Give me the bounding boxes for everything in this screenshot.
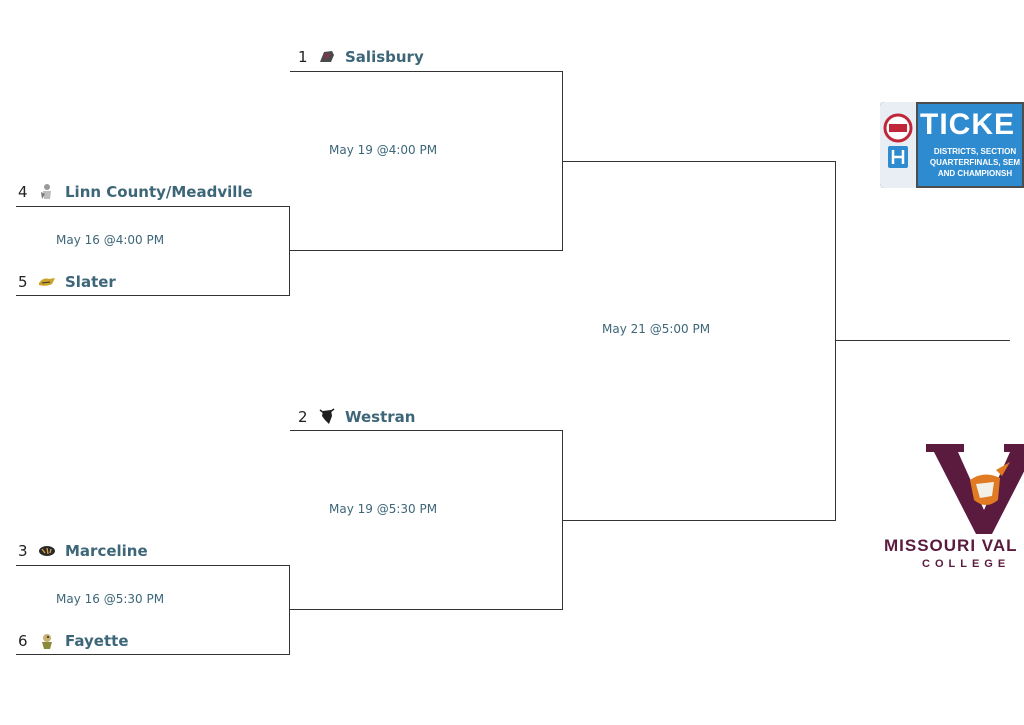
game-time: May 21 @5:00 PM bbox=[602, 322, 711, 336]
bracket-line bbox=[562, 430, 563, 610]
game-time: May 16 @5:30 PM bbox=[56, 592, 165, 606]
tickets-subtext: DISTRICTS, SECTION QUARTERFINALS, SEM AN… bbox=[920, 146, 1024, 179]
team-entry: 5 Slater bbox=[18, 269, 116, 295]
bracket-line bbox=[16, 654, 290, 655]
ad-logo-strip bbox=[880, 102, 918, 188]
tickets-subtext-line: AND CHAMPIONSH bbox=[937, 169, 1013, 178]
college-ad[interactable]: MISSOURI VAL COLLEGE bbox=[884, 440, 1024, 575]
bracket-line bbox=[289, 565, 290, 655]
bracket-line bbox=[16, 206, 290, 207]
team-link[interactable]: Westran bbox=[345, 408, 416, 426]
team-link[interactable]: Marceline bbox=[65, 542, 148, 560]
seed-number: 1 bbox=[298, 48, 308, 66]
team-entry: 4 Linn County/Meadville bbox=[18, 179, 253, 205]
hornet-mascot-icon bbox=[318, 408, 336, 426]
tickets-subtext-line: QUARTERFINALS, SEM bbox=[929, 158, 1021, 167]
bracket-line bbox=[563, 520, 836, 521]
wildcat-mascot-icon bbox=[38, 273, 56, 291]
bracket-line bbox=[290, 71, 563, 72]
seed-number: 4 bbox=[18, 183, 28, 201]
team-link[interactable]: Linn County/Meadville bbox=[65, 183, 253, 201]
knight-mascot-icon bbox=[38, 183, 56, 201]
game-time: May 16 @4:00 PM bbox=[56, 233, 165, 247]
bracket-line bbox=[835, 161, 836, 521]
bracket-line bbox=[290, 430, 563, 431]
team-entry: 6 Fayette bbox=[18, 628, 129, 654]
mshsaa-logo bbox=[883, 113, 913, 168]
tiger-mascot-icon bbox=[38, 542, 56, 560]
seed-number: 6 bbox=[18, 632, 28, 650]
bracket-line bbox=[290, 250, 563, 251]
bracket-line bbox=[836, 340, 1010, 341]
bracket-line bbox=[562, 71, 563, 251]
viking-v-logo bbox=[926, 444, 1024, 534]
tickets-subtext-line: DISTRICTS, SECTION bbox=[933, 147, 1017, 156]
panther-mascot-icon bbox=[318, 48, 336, 66]
game-time: May 19 @5:30 PM bbox=[329, 502, 438, 516]
bracket-line bbox=[290, 609, 563, 610]
team-entry: 1 Salisbury bbox=[298, 44, 424, 70]
team-entry: 2 Westran bbox=[298, 404, 415, 430]
falcon-mascot-icon bbox=[38, 632, 56, 650]
bracket-line bbox=[563, 161, 836, 162]
game-time: May 19 @4:00 PM bbox=[329, 143, 438, 157]
team-link[interactable]: Fayette bbox=[65, 632, 129, 650]
bracket-line bbox=[289, 206, 290, 296]
college-name: MISSOURI VAL bbox=[884, 536, 1018, 555]
team-link[interactable]: Salisbury bbox=[345, 48, 424, 66]
bracket-line bbox=[16, 565, 290, 566]
seed-number: 2 bbox=[298, 408, 308, 426]
seed-number: 3 bbox=[18, 542, 28, 560]
college-subtitle: COLLEGE bbox=[922, 558, 1011, 570]
team-link[interactable]: Slater bbox=[65, 273, 116, 291]
tickets-headline: TICKE bbox=[920, 108, 1015, 141]
tickets-ad[interactable]: TICKE DISTRICTS, SECTION QUARTERFINALS, … bbox=[880, 102, 1024, 188]
bracket-line bbox=[16, 295, 290, 296]
seed-number: 5 bbox=[18, 273, 28, 291]
team-entry: 3 Marceline bbox=[18, 538, 148, 564]
